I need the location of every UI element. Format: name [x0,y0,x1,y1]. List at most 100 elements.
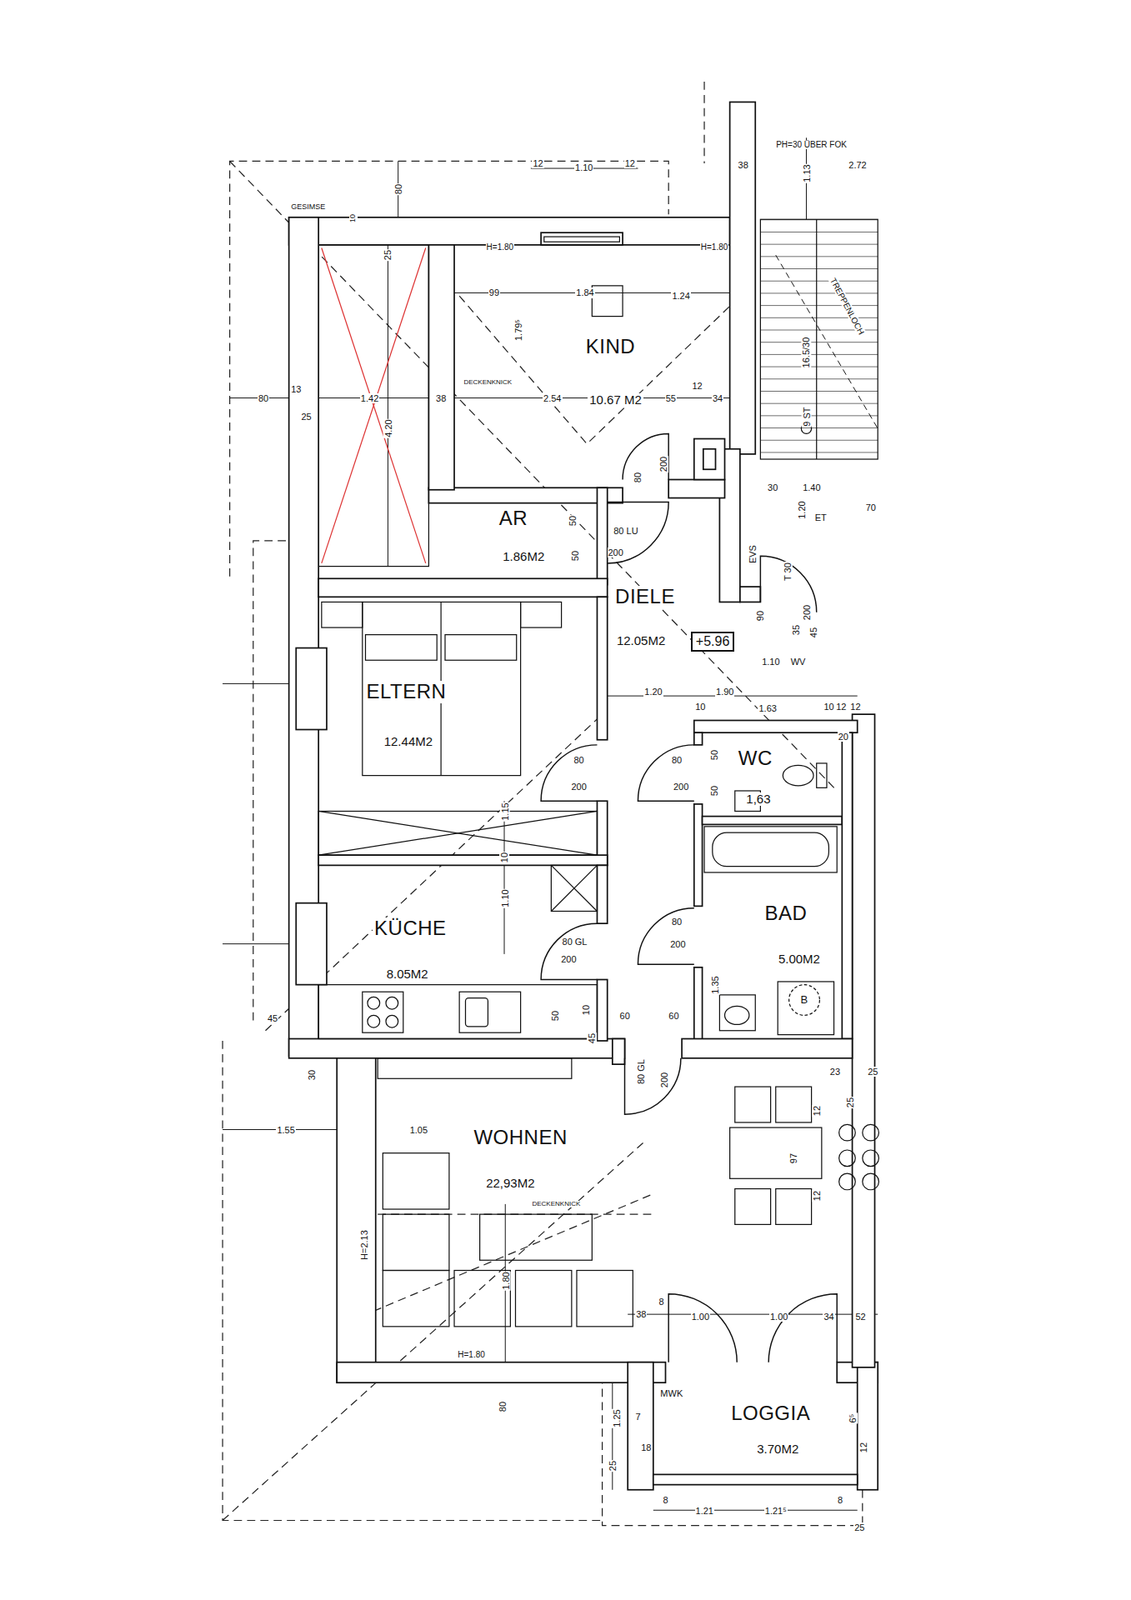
room: WOHNEN22,93M2 [471,1126,569,1192]
dimension-label: 1.00 [769,1311,789,1322]
furniture [385,996,399,1010]
door-swing [625,1058,681,1115]
wall [694,720,858,733]
wall [336,1362,666,1383]
furniture [445,635,517,661]
dimension-line [222,137,878,1511]
wall [852,714,876,1368]
dimension-label: 20 [837,731,850,742]
furniture [775,1189,812,1226]
dimension-label: 97 [788,1152,799,1165]
furniture [816,763,827,788]
furniture [725,1005,750,1025]
wall [289,1039,626,1059]
furniture [480,1214,593,1261]
dimension-label: 10 [499,851,510,864]
furniture [318,810,597,856]
room: BAD5.00M2 [750,902,822,967]
wall [295,648,327,731]
room-name: WC [736,747,775,770]
furniture [777,981,834,1036]
dimension-label: 1.13 [801,164,812,184]
dimension-label: 1.21 [695,1506,715,1517]
door-swing [637,908,694,965]
dimension-label: 13 [290,384,302,395]
furniture [377,1058,572,1079]
furniture [550,865,597,911]
dimension-label: 2.54 [542,393,562,404]
dimension-label: MWK [659,1388,684,1399]
door-swing [622,433,669,480]
dimension-label: H=1.80 [456,1350,486,1360]
furniture [465,998,489,1027]
dimension-label: 12 [624,158,636,169]
level-mark: +5.96 [690,631,735,652]
room-area: 1.86M2 [500,550,546,565]
furniture [839,1173,856,1191]
dimension-label: T 30 [782,561,793,582]
dimension-label: 12 [858,1441,869,1454]
dimension-label: 50 [567,515,578,527]
dimension-label: 12 [811,1190,822,1202]
dimension-label: 8 [658,1296,666,1307]
stair-treads [760,219,878,460]
furniture [544,236,621,242]
dimension-label: 1.10 [760,656,781,667]
dimension-line [222,168,878,1511]
wall [857,1362,878,1491]
dimension-label: 6⁵ [848,1413,859,1425]
furniture [550,865,597,911]
wall [428,487,623,503]
room-name: KIND [584,335,637,358]
dimension-label: 18 [640,1442,652,1453]
wall [295,903,327,986]
furniture [515,1270,572,1327]
room: AR1.86M2 [480,507,547,565]
dimension-label: 12 [835,701,847,712]
overhang-dashed-line [602,1362,863,1527]
dimension-label: 35 [790,624,801,636]
dimension-label: 1.24 [670,290,691,301]
room-area: 12.05M2 [615,634,667,649]
wall [668,480,725,499]
dimension-label: 1.00 [690,1311,711,1322]
dimension-label: 80 [497,1401,508,1413]
dimension-label: 30 [766,482,779,493]
furniture [862,1150,880,1167]
wall [428,245,455,491]
wall [596,980,607,1041]
furniture [321,601,363,628]
dimension-label: 1.15 [499,801,510,821]
room-area: 1,63 [744,792,772,807]
wall [289,101,879,1490]
dimension-label: 1.42 [360,393,380,404]
dimension-label: 1.10 [574,162,594,173]
furniture [591,285,623,317]
wall [694,732,703,746]
dimension-label: 12 [811,1104,822,1116]
room-name: ELTERN [364,680,448,703]
dimension-label: 12 [849,701,861,712]
furniture [367,996,381,1010]
dimension-label: 50 [709,749,720,761]
furniture [839,1150,856,1167]
dimension-label: 50 [550,1010,561,1022]
room-area: 10.67 M2 [587,393,644,408]
furniture [367,1015,381,1028]
dimension-label: 60 [667,1010,680,1021]
room: WC 1,63 [736,747,775,806]
dimension-label: 1.10 [499,888,510,908]
dimension-label: 30 [306,1069,317,1081]
room: KIND 10.67 M2 [577,335,644,407]
dimension-label: 16.5/30 [800,335,811,369]
room-area: 8.05M2 [385,967,431,982]
wall [336,1050,376,1383]
dimension-label: 25 [300,411,312,422]
dimension-label: 200 [659,1071,670,1089]
furniture [454,1270,511,1327]
wall [841,732,852,1039]
wall [681,1039,852,1059]
wall [627,1362,654,1491]
dimension-label: 25 [853,1522,866,1533]
dimension-label: WV [790,656,807,667]
